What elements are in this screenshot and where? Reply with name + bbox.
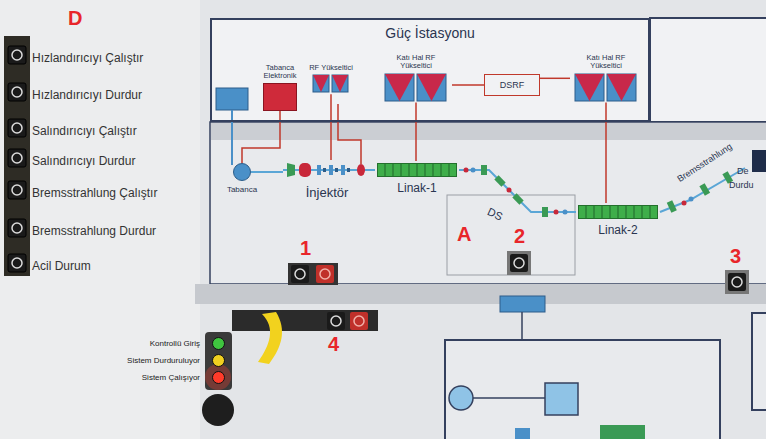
button-label: Hızlandırıcıyı Çalıştır — [32, 51, 143, 65]
injector-symbol — [283, 160, 371, 180]
callout-number: 2 — [514, 225, 525, 247]
callout-letter: D — [68, 8, 82, 29]
lamp-label: Sistem Çalışıyor — [142, 373, 200, 382]
callout-letter: A — [457, 224, 471, 245]
node-label: Katı Hal RF Yükseltici — [380, 54, 452, 71]
connector — [242, 111, 280, 164]
callout-number: 1 — [300, 237, 311, 259]
station-box: Güç İstasyonuTabanca Elektronik RF Yüksel… — [210, 18, 650, 122]
indicator-lamp — [212, 337, 225, 350]
button-label: Salındırıcıyı Çalıştır — [32, 121, 137, 139]
gun-circle — [233, 163, 251, 181]
electron-gun: Tabanca — [222, 160, 262, 194]
solid-state-amplifier: Katı Hal RF Yükseltici — [380, 54, 452, 103]
callout-number: 4 — [328, 333, 339, 355]
amplifier-symbol — [312, 74, 350, 94]
rf-amplifier: RF Yükseltici — [308, 64, 354, 94]
beamline-label: Bremsstrahlung — [675, 141, 733, 184]
linac-tube — [578, 205, 658, 219]
node-label: İnjektör — [283, 185, 371, 200]
lamp-label: Kontrollü Giriş — [150, 339, 200, 348]
connector — [251, 171, 283, 173]
button-label: Bremsstrahlung Durdur — [32, 221, 156, 239]
connector — [371, 169, 375, 171]
lamp-label: Sistem Durduruluyor — [127, 356, 200, 365]
connector — [605, 103, 607, 204]
button-label: Hızlandırıcıyı Durdur — [32, 85, 142, 103]
callout-number: 2 — [514, 226, 525, 247]
connector — [415, 103, 417, 162]
node-label: Linak-1 — [375, 181, 459, 195]
connector — [330, 94, 332, 160]
indicator-lamp — [212, 371, 225, 384]
connector — [452, 84, 484, 86]
button-label: Bremsstrahlung Çalıştır — [32, 186, 157, 200]
partial-label: De — [737, 166, 749, 176]
button-label: Acil Durum — [32, 256, 91, 274]
node-label: Güç İstasyonu — [212, 20, 648, 41]
partial-label: Durdu — [729, 180, 754, 190]
gun-electronics-box: Tabanca Elektronik — [256, 64, 304, 111]
button-label: Hızlandırıcıyı Çalıştır — [32, 48, 143, 66]
connector — [540, 78, 570, 80]
button-label: Hızlandırıcıyı Durdur — [32, 88, 142, 102]
linac-tube — [377, 163, 457, 177]
node-label: DSRF — [487, 80, 537, 90]
section-label: DS — [485, 202, 506, 225]
callout-letter: D — [68, 7, 82, 29]
amplifier-symbol — [384, 73, 448, 103]
button-label: Salındırıcıyı Durdur — [32, 151, 135, 169]
beamline-label: Bremsstrahlung — [672, 136, 735, 185]
section-label: DS — [486, 205, 505, 222]
indicator-lamp — [212, 354, 225, 367]
node-label: Tabanca Elektronik — [256, 64, 304, 81]
node-label: RF Yükseltici — [308, 64, 354, 72]
node-label: Linak-2 — [576, 223, 660, 237]
partial-label: Durdu — [729, 174, 754, 192]
node-label: Tabanca — [222, 185, 262, 194]
connector — [459, 170, 576, 212]
solid-state-amplifier: Katı Hal RF Yükseltici — [570, 54, 642, 103]
callout-letter: A — [457, 223, 471, 245]
button-label: Salındırıcıyı Çalıştır — [32, 124, 137, 138]
dsrf-box: DSRF — [484, 74, 540, 96]
button-label: Bremsstrahlung Durdur — [32, 224, 156, 238]
linac-section: Linak-1 — [375, 161, 459, 195]
button-label: Acil Durum — [32, 259, 91, 273]
linac-section: Linak-2 — [576, 203, 660, 237]
callout-number: 3 — [730, 245, 741, 267]
node-label: Katı Hal RF Yükseltici — [570, 54, 642, 71]
callout-number: 4 — [328, 334, 339, 355]
partial-label: De — [737, 160, 749, 178]
callout-number: 3 — [730, 246, 741, 267]
button-label: Salındırıcıyı Durdur — [32, 154, 135, 168]
amplifier-symbol — [574, 73, 638, 103]
injector: İnjektör — [283, 160, 371, 200]
callout-number: 1 — [300, 238, 311, 259]
electronics-block — [263, 83, 297, 111]
button-label: Bremsstrahlung Çalıştır — [32, 183, 157, 201]
